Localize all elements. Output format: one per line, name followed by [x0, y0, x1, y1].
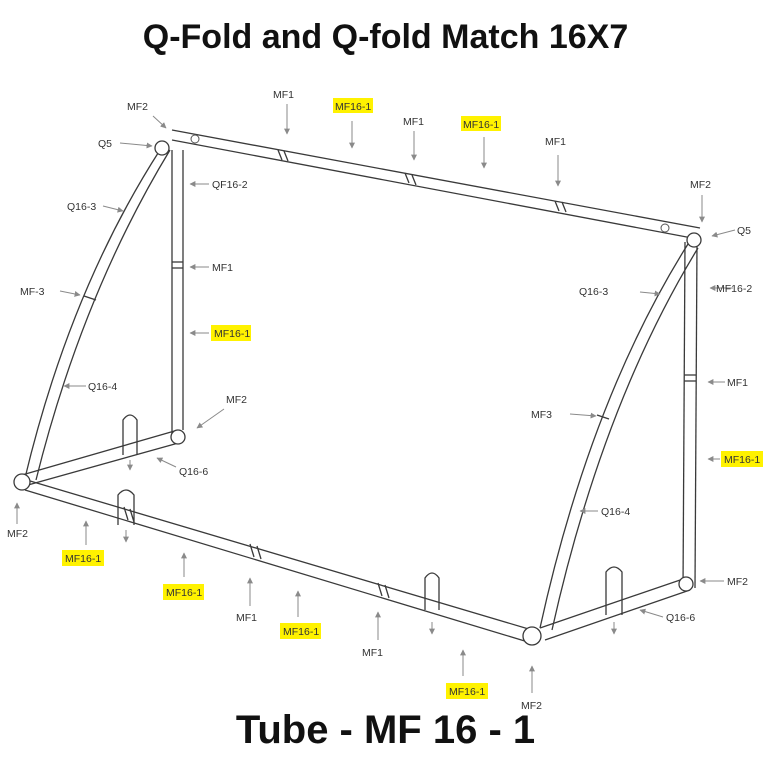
label-q16-6-right: Q16-6 — [666, 612, 695, 624]
label-q16-4-left: Q16-4 — [88, 381, 117, 393]
right-back-post-tube — [682, 241, 698, 591]
label-q16-3-right: Q16-3 — [579, 286, 608, 298]
label-mf1-right-post: MF1 — [727, 377, 748, 389]
highlight-boxes — [62, 98, 763, 699]
left-back-post-tube — [171, 150, 184, 435]
label-mf1-top-b: MF1 — [403, 116, 424, 128]
label-mf16-1-left-post: MF16-1 — [214, 328, 250, 340]
label-mf3: MF3 — [531, 409, 552, 421]
label-mf16-1-right-post: MF16-1 — [724, 454, 760, 466]
label-mf16-1-front-d: MF16-1 — [449, 686, 485, 698]
label-mf16-1-front-a: MF16-1 — [65, 553, 101, 565]
label-mf2-left-corner: MF2 — [226, 394, 247, 406]
right-curved-upright-tube — [539, 232, 702, 631]
label-mf2-top-right: MF2 — [690, 179, 711, 191]
label-mf16-1-front-b: MF16-1 — [166, 587, 202, 599]
left-bottom-tube — [21, 429, 186, 486]
label-q16-6-left: Q16-6 — [179, 466, 208, 478]
label-mf16-1-top-a: MF16-1 — [335, 101, 371, 113]
label-mf2-right-corner: MF2 — [727, 576, 748, 588]
label-q5-right: Q5 — [737, 225, 751, 237]
left-curved-upright-tube — [24, 140, 171, 481]
label-q16-3-left: Q16-3 — [67, 201, 96, 213]
label-mf1-front-a: MF1 — [236, 612, 257, 624]
diagram-title: Q-Fold and Q-fold Match 16X7 — [142, 18, 629, 56]
part-labels: MF1 MF16-1 MF1 MF16-1 MF1 MF2 Q5 QF16-2 … — [7, 89, 760, 712]
label-mf1-top-c: MF1 — [545, 136, 566, 148]
frame-tubes — [13, 129, 702, 646]
label-mf16-2: MF16-2 — [716, 283, 752, 295]
label-mf2-front-left: MF2 — [7, 528, 28, 540]
label-qf16-2: QF16-2 — [212, 179, 248, 191]
front-bottom-crossbar-tube — [13, 473, 533, 643]
label-mf16-1-front-c: MF16-1 — [283, 626, 319, 638]
label-mf1-front-b: MF1 — [362, 647, 383, 659]
label-q5-left: Q5 — [98, 138, 112, 150]
top-crossbar-tube — [171, 129, 701, 239]
right-bottom-tube — [522, 576, 694, 646]
label-mf16-1-top-b: MF16-1 — [463, 119, 499, 131]
label-mf1-top-a: MF1 — [273, 89, 294, 101]
label-mf2-front-right: MF2 — [521, 700, 542, 712]
label-mf-3: MF-3 — [20, 286, 45, 298]
label-q16-4-right: Q16-4 — [601, 506, 630, 518]
label-mf1-left-post: MF1 — [212, 262, 233, 274]
ground-pegs — [117, 414, 623, 635]
tube-part-caption: Tube - MF 16 - 1 — [235, 708, 536, 752]
callout-arrows — [14, 104, 736, 693]
label-mf2-top-left: MF2 — [127, 101, 148, 113]
